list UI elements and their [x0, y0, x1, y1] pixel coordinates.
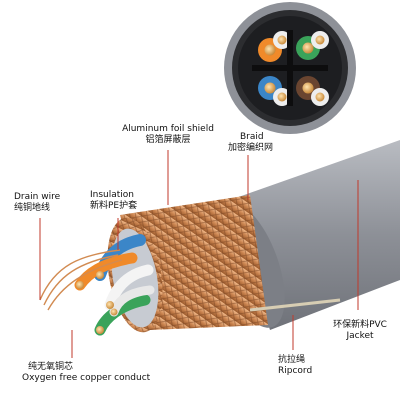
aluminum-foil-label: Aluminum foil shield 铝箔屏蔽层: [108, 124, 228, 146]
drain-wire-label-cn: 纯铜地线: [14, 203, 51, 213]
ripcord-label-en: Ripcord: [278, 366, 313, 376]
conductor-label: 纯无氧铜芯 Oxygen free copper conduct: [22, 362, 150, 384]
pair-orange: [258, 31, 291, 62]
jacket-label: 环保新料PVC Jacket: [318, 320, 400, 342]
pair-green: [296, 31, 329, 60]
aluminum-foil-label-en: Aluminum foil shield: [122, 124, 214, 134]
braid-label-en: Braid: [240, 132, 264, 142]
cross-section: [224, 2, 356, 134]
callout-lines: [39, 150, 359, 358]
pair-blue: [258, 76, 291, 106]
braid-label-cn: 加密编织网: [228, 143, 274, 153]
jacket-label-en: Jacket: [346, 331, 374, 341]
conductor-label-cn: 纯无氧铜芯: [28, 362, 74, 372]
drain-wire-label: Drain wire 纯铜地线: [14, 192, 60, 214]
ripcord-label-cn: 抗拉绳: [278, 355, 306, 365]
pair-brown: [296, 76, 329, 106]
ripcord-label: 抗拉绳 Ripcord: [278, 355, 312, 377]
braid-label: Braid 加密编织网: [228, 132, 273, 154]
drain-wire-label-en: Drain wire: [14, 192, 61, 202]
copper-conductors: [76, 271, 118, 334]
ripcord: [249, 298, 341, 312]
insulation-label-cn: 新料PE护套: [90, 201, 138, 211]
insulation-label-en: Insulation: [90, 190, 135, 200]
drain-wire: [39, 249, 123, 311]
insulation-label: Insulation 新料PE护套: [90, 190, 137, 212]
jacket-label-cn: 环保新料PVC: [333, 320, 387, 330]
aluminum-foil-label-cn: 铝箔屏蔽层: [145, 135, 191, 145]
conductor-label-en: Oxygen free copper conduct: [22, 373, 151, 383]
